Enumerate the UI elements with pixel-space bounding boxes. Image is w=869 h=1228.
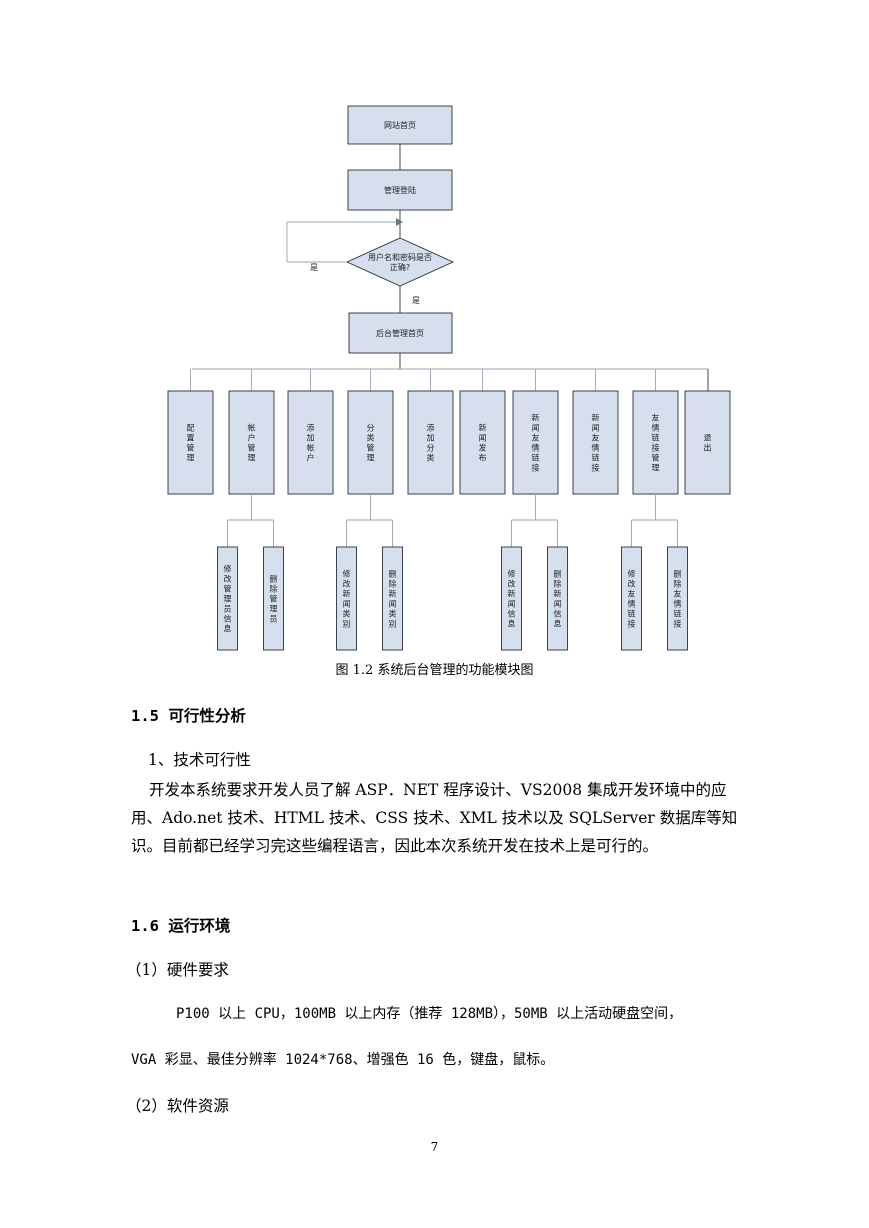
submodule-7-1: 修改新闻信息 [501, 546, 522, 651]
hardware-line-2: VGA 彩显、最佳分辨率 1024*768、增强色 16 色，键盘，鼠标。 [131, 1052, 555, 1068]
node-admin-label: 后台管理首页 [376, 328, 424, 338]
subsection-technical-feasibility: 1、技术可行性 [148, 751, 251, 769]
submodule-9-2-label: 删除友情链接 [674, 569, 682, 629]
feasibility-paragraph: 开发本系统要求开发人员了解 ASP．NET 程序设计、VS2008 集成开发环境… [131, 781, 738, 855]
module-10-label: 退出 [704, 434, 712, 453]
module-4: 分类管理 [347, 390, 394, 495]
module-5: 添加分类 [407, 390, 454, 495]
module-8: 新闻友情链接 [572, 390, 619, 495]
hardware-line-1: P100 以上 CPU，100MB 以上内存（推荐 128MB），50MB 以上… [176, 1006, 683, 1022]
section-heading-1-6: 1.6 运行环境 [131, 917, 231, 935]
module-3-label: 添加帐户 [307, 424, 315, 463]
submodule-2-2: 删除管理员 [263, 546, 284, 651]
submodule-7-1-label: 修改新闻信息 [508, 569, 516, 629]
module-5-label: 添加分类 [427, 424, 435, 463]
node-login: 管理登陆 [347, 169, 453, 211]
edge-label-loop: 是 [310, 263, 318, 272]
submodule-9-2: 删除友情链接 [667, 546, 688, 651]
function-module-diagram: 网站首页管理登陆用户名和密码是否正确?是是后台管理首页配置管理帐户管理修改管理员… [167, 105, 731, 651]
node-check-label-2: 正确? [390, 262, 410, 272]
submodule-9-1-label: 修改友情链接 [628, 569, 636, 629]
module-1-label: 配置管理 [187, 424, 195, 463]
submodule-4-1-label: 修改新闻类别 [343, 569, 351, 629]
module-6-label: 新闻发布 [479, 423, 487, 463]
submodule-2-1: 修改管理员信息 [217, 546, 238, 651]
module-9: 友情链接管理 [632, 390, 679, 495]
module-1: 配置管理 [167, 390, 214, 495]
submodule-4-2-label: 删除新闻类别 [389, 569, 397, 629]
node-home-label: 网站首页 [384, 120, 416, 130]
module-7-label: 新闻友情链接 [532, 413, 540, 473]
edge-label-down: 是 [412, 296, 420, 305]
submodule-7-2: 删除新闻信息 [547, 546, 568, 651]
module-10: 退出 [684, 390, 731, 495]
hardware-title: （1）硬件要求 [126, 961, 229, 979]
module-2-label: 帐户管理 [248, 423, 256, 463]
node-admin: 后台管理首页 [348, 312, 453, 354]
module-4-label: 分类管理 [367, 424, 375, 463]
node-home: 网站首页 [347, 105, 453, 145]
module-6: 新闻发布 [459, 390, 506, 495]
submodule-7-2-label: 删除新闻信息 [554, 569, 562, 629]
submodule-4-1: 修改新闻类别 [336, 546, 357, 651]
submodule-4-2: 删除新闻类别 [382, 546, 403, 651]
section-heading-1-5: 1.5 可行性分析 [131, 707, 246, 725]
submodule-9-1: 修改友情链接 [621, 546, 642, 651]
submodule-2-1-label: 修改管理员信息 [224, 564, 232, 634]
loop-arrowhead [396, 218, 403, 226]
figure-caption: 图 1.2 系统后台管理的功能模块图 [335, 663, 534, 678]
page-number: 7 [430, 1140, 439, 1154]
node-login-label: 管理登陆 [384, 185, 416, 195]
submodule-2-2-label: 删除管理员 [270, 574, 278, 624]
module-7: 新闻友情链接 [512, 390, 559, 495]
module-3: 添加帐户 [287, 390, 334, 495]
module-2: 帐户管理 [228, 390, 275, 495]
module-8-label: 新闻友情链接 [592, 413, 600, 473]
node-check-label-1: 用户名和密码是否 [368, 252, 432, 262]
module-9-label: 友情链接管理 [652, 413, 660, 473]
software-title: （2）软件资源 [126, 1097, 229, 1115]
